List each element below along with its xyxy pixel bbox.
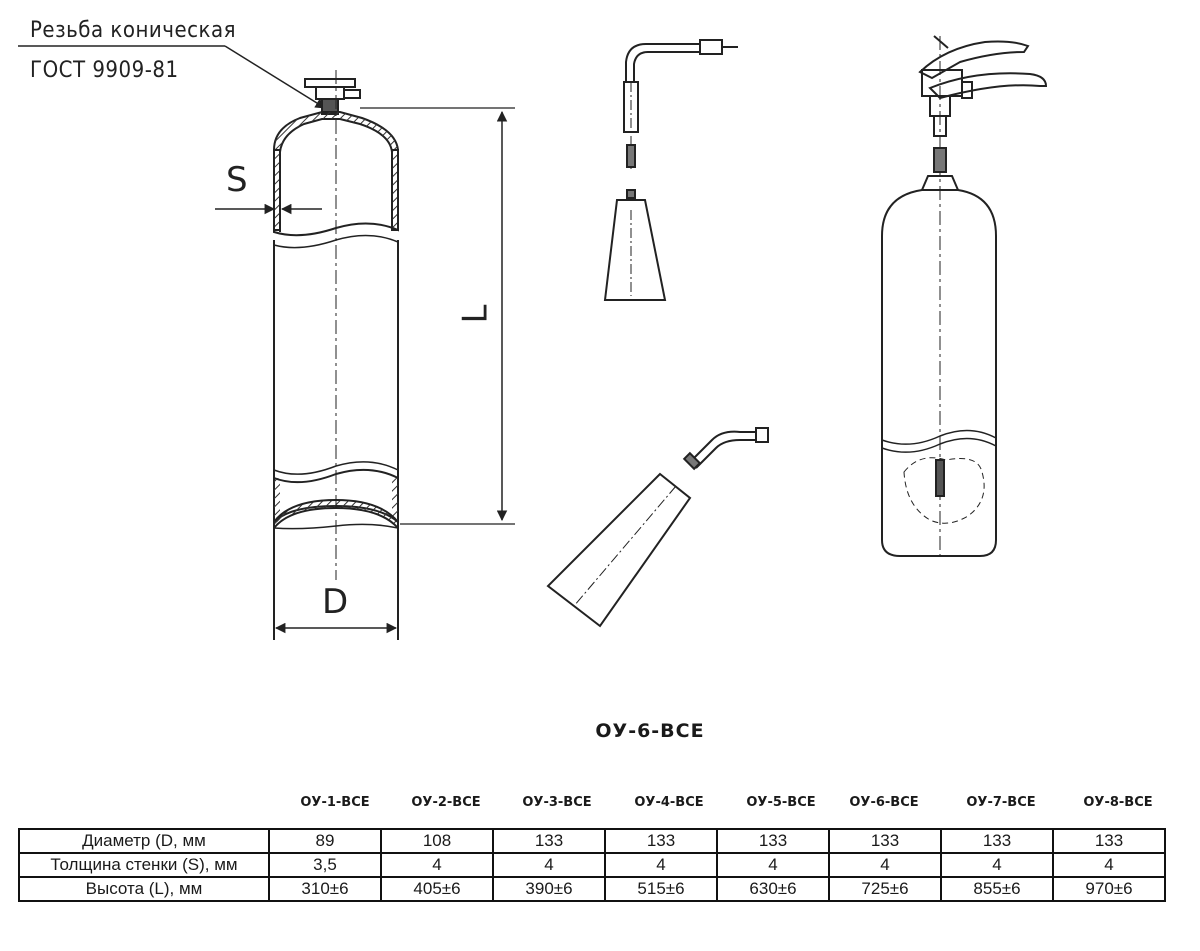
row-label: Толщина стенки (S), мм [18, 852, 270, 878]
table-cell: 310±6 [268, 876, 382, 902]
col-head-3: ОУ-4-ВСЕ [634, 795, 704, 810]
col-head-7: ОУ-8-ВСЕ [1083, 795, 1153, 810]
row-label: Высота (L), мм [18, 876, 270, 902]
col-head-2: ОУ-3-ВСЕ [522, 795, 592, 810]
table-cell: 3,5 [268, 852, 382, 878]
row-label: Диаметр (D, мм [18, 828, 270, 854]
col-head-6: ОУ-7-ВСЕ [966, 795, 1036, 810]
table-cell: 89 [268, 828, 382, 854]
dimension-d-label: D [322, 582, 349, 622]
col-head-0: ОУ-1-ВСЕ [300, 795, 370, 810]
table-cell: 133 [828, 828, 942, 854]
thread-label-line2: ГОСТ 9909-81 [30, 58, 179, 83]
table-cell: 4 [716, 852, 830, 878]
table-cell: 405±6 [380, 876, 494, 902]
table-cell: 133 [716, 828, 830, 854]
model-title: ОУ-6-ВСЕ [595, 720, 705, 742]
cylinder-section-view [18, 45, 515, 640]
bell-horn-upper-view [603, 39, 738, 301]
table-cell: 515±6 [604, 876, 718, 902]
thread-label-line1: Резьба коническая [30, 18, 237, 43]
col-head-1: ОУ-2-ВСЕ [411, 795, 481, 810]
table-cell: 725±6 [828, 876, 942, 902]
table-cell: 133 [940, 828, 1054, 854]
table-cell: 4 [492, 852, 606, 878]
dimension-s-label: S [226, 160, 248, 200]
table-cell: 855±6 [940, 876, 1054, 902]
table-cell: 133 [604, 828, 718, 854]
table-cell: 133 [1052, 828, 1166, 854]
table-row: Диаметр (D, мм 89 108 133 133 133 133 13… [18, 828, 1166, 854]
table-cell: 4 [1052, 852, 1166, 878]
table-cell: 390±6 [492, 876, 606, 902]
col-head-4: ОУ-5-ВСЕ [746, 795, 816, 810]
table-cell: 970±6 [1052, 876, 1166, 902]
table-cell: 4 [604, 852, 718, 878]
bell-horn-angled-view [546, 427, 769, 628]
dimension-l-label: L [455, 304, 496, 324]
table-cell: 4 [380, 852, 494, 878]
table-cell: 108 [380, 828, 494, 854]
technical-drawing [18, 35, 1048, 640]
extinguisher-assembled-view [881, 35, 1048, 560]
table-cell: 4 [940, 852, 1054, 878]
table-cell: 133 [492, 828, 606, 854]
table-cell: 630±6 [716, 876, 830, 902]
col-head-5: ОУ-6-ВСЕ [849, 795, 919, 810]
table-cell: 4 [828, 852, 942, 878]
table-row: Высота (L), мм 310±6 405±6 390±6 515±6 6… [18, 876, 1166, 902]
spec-table: Диаметр (D, мм 89 108 133 133 133 133 13… [18, 828, 1166, 902]
table-row: Толщина стенки (S), мм 3,5 4 4 4 4 4 4 4 [18, 852, 1166, 878]
